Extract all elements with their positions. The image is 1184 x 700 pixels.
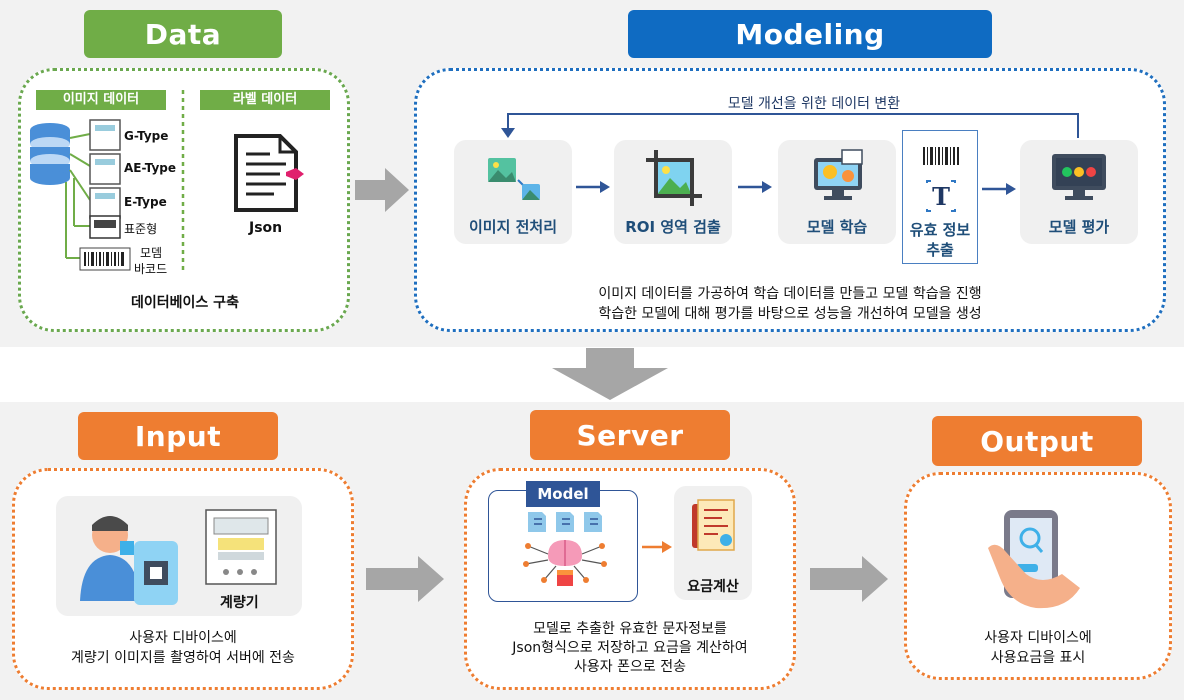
output-caption-1: 사용자 디바이스에: [984, 630, 1092, 646]
modeling-caption-2: 학습한 모델에 대해 평가를 바탕으로 성능을 개선하여 모델을 생성: [598, 306, 982, 322]
step-training: 모델 학습: [778, 140, 896, 244]
billing-label: 요금계산: [687, 579, 739, 595]
type-modem: 모뎀: [140, 246, 163, 260]
data-divider: [181, 90, 185, 270]
server-caption-3: 사용자 폰으로 전송: [574, 659, 686, 675]
arrow-step2-3: [738, 181, 772, 193]
database-icon: [30, 123, 70, 185]
arrow-down: [552, 348, 668, 400]
meter-label: 계량기: [220, 595, 259, 611]
type-g: G-Type: [124, 129, 169, 143]
arrow-model-to-bill: [642, 541, 672, 553]
image-icon: [488, 158, 540, 200]
type-standard: 표준형: [124, 222, 158, 236]
model-label: Model: [526, 481, 600, 507]
arrow-data-to-modeling: [355, 168, 409, 212]
modeling-caption-1: 이미지 데이터를 가공하여 학습 데이터를 만들고 모델 학습을 진행: [598, 286, 982, 302]
type-barcode: 바코드: [134, 262, 168, 276]
server-caption-2: Json형식으로 저장하고 요금을 계산하여: [512, 640, 748, 656]
step-roi: ROI 영역 검출: [614, 140, 732, 244]
ai-monitor-icon: [814, 149, 863, 200]
arrow-input-to-server: [366, 556, 444, 602]
step-extract: T 유효 정보 추출: [902, 130, 978, 264]
step-evaluation: 모델 평가: [1020, 140, 1138, 244]
barcode-icon: [79, 247, 131, 271]
bill-icon: [692, 499, 735, 551]
text-icon: T: [926, 180, 956, 212]
output-title: Output: [932, 416, 1142, 466]
output-caption-2: 사용요금을 표시: [990, 650, 1086, 666]
feedback-loop-arrow: [501, 113, 1079, 138]
step-extract-label-2: 추출: [926, 241, 954, 259]
brain-icon: [523, 512, 607, 586]
server-title: Server: [530, 410, 730, 460]
data-caption: 데이터베이스 구축: [131, 295, 239, 311]
meter-icon: [89, 119, 121, 239]
step-extract-label-1: 유효 정보: [909, 221, 971, 239]
arrow-server-to-output: [810, 556, 888, 602]
extract-icons: T: [923, 147, 959, 212]
type-ae: AE-Type: [124, 161, 177, 175]
barcode-icon: [923, 147, 959, 165]
modeling-title: Modeling: [628, 10, 992, 58]
input-caption-2: 계량기 이미지를 촬영하여 서버에 전송: [71, 650, 295, 666]
step-roi-label: ROI 영역 검출: [625, 218, 721, 236]
loop-label: 모델 개선을 위한 데이터 변환: [727, 96, 901, 112]
step-preprocess: 이미지 전처리: [454, 140, 572, 244]
type-e: E-Type: [124, 195, 167, 209]
label-data-label: 라벨 데이터: [200, 90, 330, 110]
data-title: Data: [84, 10, 282, 58]
svg-text:T: T: [932, 182, 950, 211]
server-caption-1: 모델로 추출한 유효한 문자정보를: [533, 621, 727, 637]
step-evaluation-label: 모델 평가: [1048, 218, 1110, 236]
arrow-step4-5: [982, 183, 1016, 195]
image-data-label: 이미지 데이터: [36, 90, 166, 110]
step-training-label: 모델 학습: [806, 218, 868, 236]
meter-icon: [205, 509, 277, 585]
input-title: Input: [78, 412, 278, 460]
crop-icon: [646, 150, 702, 206]
step-preprocess-label: 이미지 전처리: [468, 218, 558, 236]
rating-monitor-icon: [1052, 154, 1106, 200]
user-icon: [80, 516, 178, 605]
json-label: Json: [249, 220, 283, 236]
input-caption-1: 사용자 디바이스에: [129, 630, 237, 646]
phone-icon: [988, 510, 1080, 609]
arrow-step1-2: [576, 181, 610, 193]
database-tree: [30, 119, 131, 271]
document-icon: [234, 134, 304, 212]
